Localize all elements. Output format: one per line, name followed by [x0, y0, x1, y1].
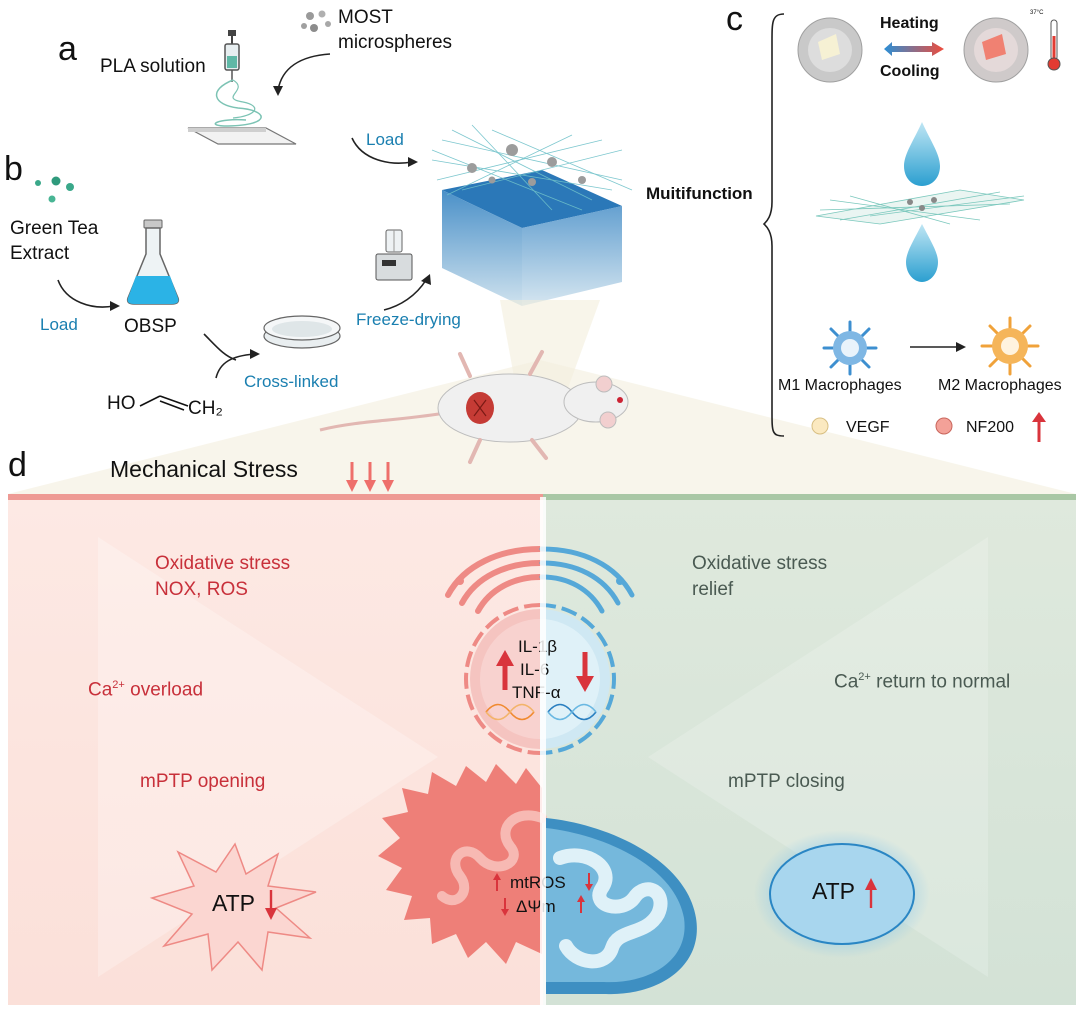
multifunction-label: Muitifunction [646, 184, 753, 203]
flask-icon [126, 219, 180, 305]
tnfa-label: TNF-α [512, 683, 561, 702]
green-tea-dots-icon [35, 176, 74, 203]
petri-dish-icon [263, 315, 341, 349]
green-tea-line2: Extract [10, 243, 70, 264]
cross-linked-label: Cross-linked [244, 372, 339, 391]
green-tea-line1: Green Tea [10, 218, 99, 239]
thermometer-label: 37°C [1030, 10, 1044, 16]
dpsim-label: ΔΨm [516, 897, 556, 916]
microsphere-dots-icon [301, 10, 331, 32]
panel-letter-b: b [4, 150, 23, 188]
dna-helix-icon [485, 703, 597, 721]
panel-letter-c: c [726, 0, 743, 38]
mitochondria-damaged-icon [378, 764, 547, 964]
load-label-b: Load [40, 315, 78, 334]
syringe-icon [224, 30, 240, 82]
atp-ellipse-icon [754, 830, 930, 958]
cell-nucleus-icon [445, 546, 635, 755]
load-arrow-icon [351, 137, 418, 167]
cooling-label: Cooling [880, 63, 940, 80]
panel-letter-a: a [58, 30, 77, 68]
mtros-up-arrow-icon [493, 873, 501, 891]
mtros-label: mtROS [510, 873, 566, 892]
nf200-label: NF200 [966, 419, 1015, 436]
sphere-cool-icon [797, 17, 863, 83]
right-panel-bar [543, 494, 1076, 500]
rat-icon [319, 350, 629, 464]
ch2-label: CH₂ [188, 398, 223, 419]
stress-arrows-icon [346, 462, 394, 492]
cytokine-up-arrow-icon [496, 650, 514, 690]
left-mptp: mPTP opening [140, 771, 266, 792]
heating-label: Heating [880, 15, 939, 32]
cytokine-down-arrow-icon [576, 652, 594, 692]
load-label-a: Load [366, 130, 404, 149]
right-mptp: mPTP closing [728, 771, 845, 792]
right-oxidative-line1: Oxidative stress [692, 553, 828, 574]
sphere-hot-icon [963, 17, 1029, 83]
most-label-line2: microspheres [338, 32, 453, 53]
mechanical-stress-label: Mechanical Stress [110, 456, 298, 482]
pla-solution-label: PLA solution [100, 56, 206, 77]
obsp-label: OBSP [124, 316, 177, 337]
m1-macrophage-icon [822, 320, 878, 376]
m2-macrophage-icon [980, 316, 1040, 376]
vegf-dot-icon [811, 417, 829, 435]
vegf-label: VEGF [846, 419, 890, 436]
center-divider [540, 497, 546, 1005]
right-ca-normal: Ca2+ return to normal [834, 671, 1011, 693]
dpsim-down-arrow-icon [501, 898, 509, 916]
ho-label: HO [107, 393, 136, 414]
vinyl-bond-icon [139, 395, 189, 411]
heat-cool-arrow-icon [884, 42, 944, 56]
merge-arrow-icon [203, 333, 260, 379]
left-oxidative-line2: NOX, ROS [155, 579, 248, 600]
nf200-dot-icon [935, 417, 953, 435]
mitochondria-healthy-icon [546, 818, 697, 995]
freeze-arrow-icon [383, 274, 431, 311]
scaffold-icon [431, 124, 633, 306]
most-label-line1: MOST [338, 7, 393, 28]
m2-label: M2 Macrophages [938, 377, 1062, 394]
freeze-drying-label: Freeze-drying [356, 310, 461, 329]
panel-c-brace [762, 13, 785, 437]
atp-up-arrow-icon [865, 878, 877, 908]
thermometer-icon [1047, 19, 1061, 71]
pla-substrate-icon [187, 79, 297, 145]
mtros-down-arrow-icon [585, 873, 593, 891]
right-oxidative-line2: relief [692, 579, 734, 600]
m1-label: M1 Macrophages [778, 377, 902, 394]
up-arrow-icon [1032, 412, 1046, 442]
atp-left-label: ATP [212, 890, 256, 916]
curved-arrow-icon [273, 53, 331, 96]
load-arrow-b-icon [57, 279, 120, 311]
left-ca-overload: Ca2+ overload [88, 679, 204, 701]
dpsim-up-arrow-icon [577, 895, 585, 913]
freeze-dryer-icon [375, 229, 413, 281]
macrophage-arrow-icon [910, 342, 966, 352]
atp-burst-icon [149, 842, 317, 972]
left-oxidative-line1: Oxidative stress [155, 553, 291, 574]
il1b-label: IL-1β [518, 637, 558, 656]
atp-down-arrow-icon [265, 890, 277, 920]
left-panel-bar [8, 494, 543, 500]
atp-right-label: ATP [812, 878, 856, 904]
membrane-droplet-icon [815, 122, 1025, 282]
panel-letter-d: d [8, 446, 27, 484]
